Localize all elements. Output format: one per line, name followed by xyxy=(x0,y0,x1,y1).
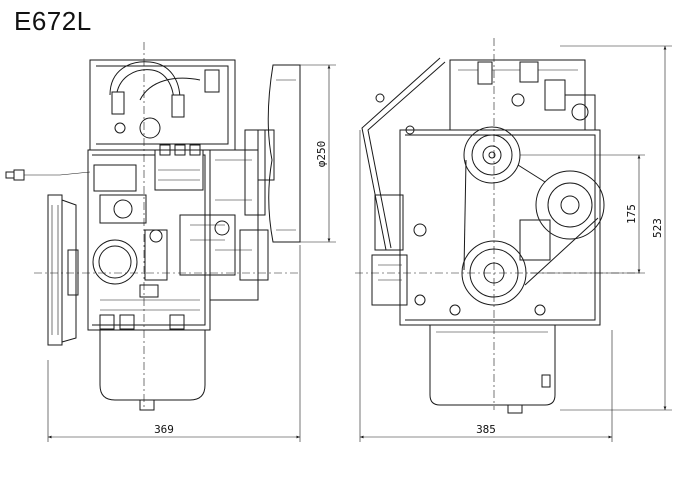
side-view xyxy=(5,42,301,411)
dim-height-crank: 175 xyxy=(520,154,645,274)
dim-pulley-dia-label: φ250 xyxy=(315,141,328,168)
model-title: E672L xyxy=(14,6,92,36)
dim-height-total-label: 523 xyxy=(651,218,664,238)
dim-side-width: 369 xyxy=(47,245,301,442)
dim-pulley-dia: φ250 xyxy=(300,64,336,243)
dim-side-width-label: 369 xyxy=(154,423,174,436)
front-view xyxy=(355,38,640,414)
dim-front-width: 385 xyxy=(359,130,613,442)
dim-height-total: 523 xyxy=(560,45,672,411)
dim-height-crank-label: 175 xyxy=(625,204,638,224)
dim-front-width-label: 385 xyxy=(476,423,496,436)
